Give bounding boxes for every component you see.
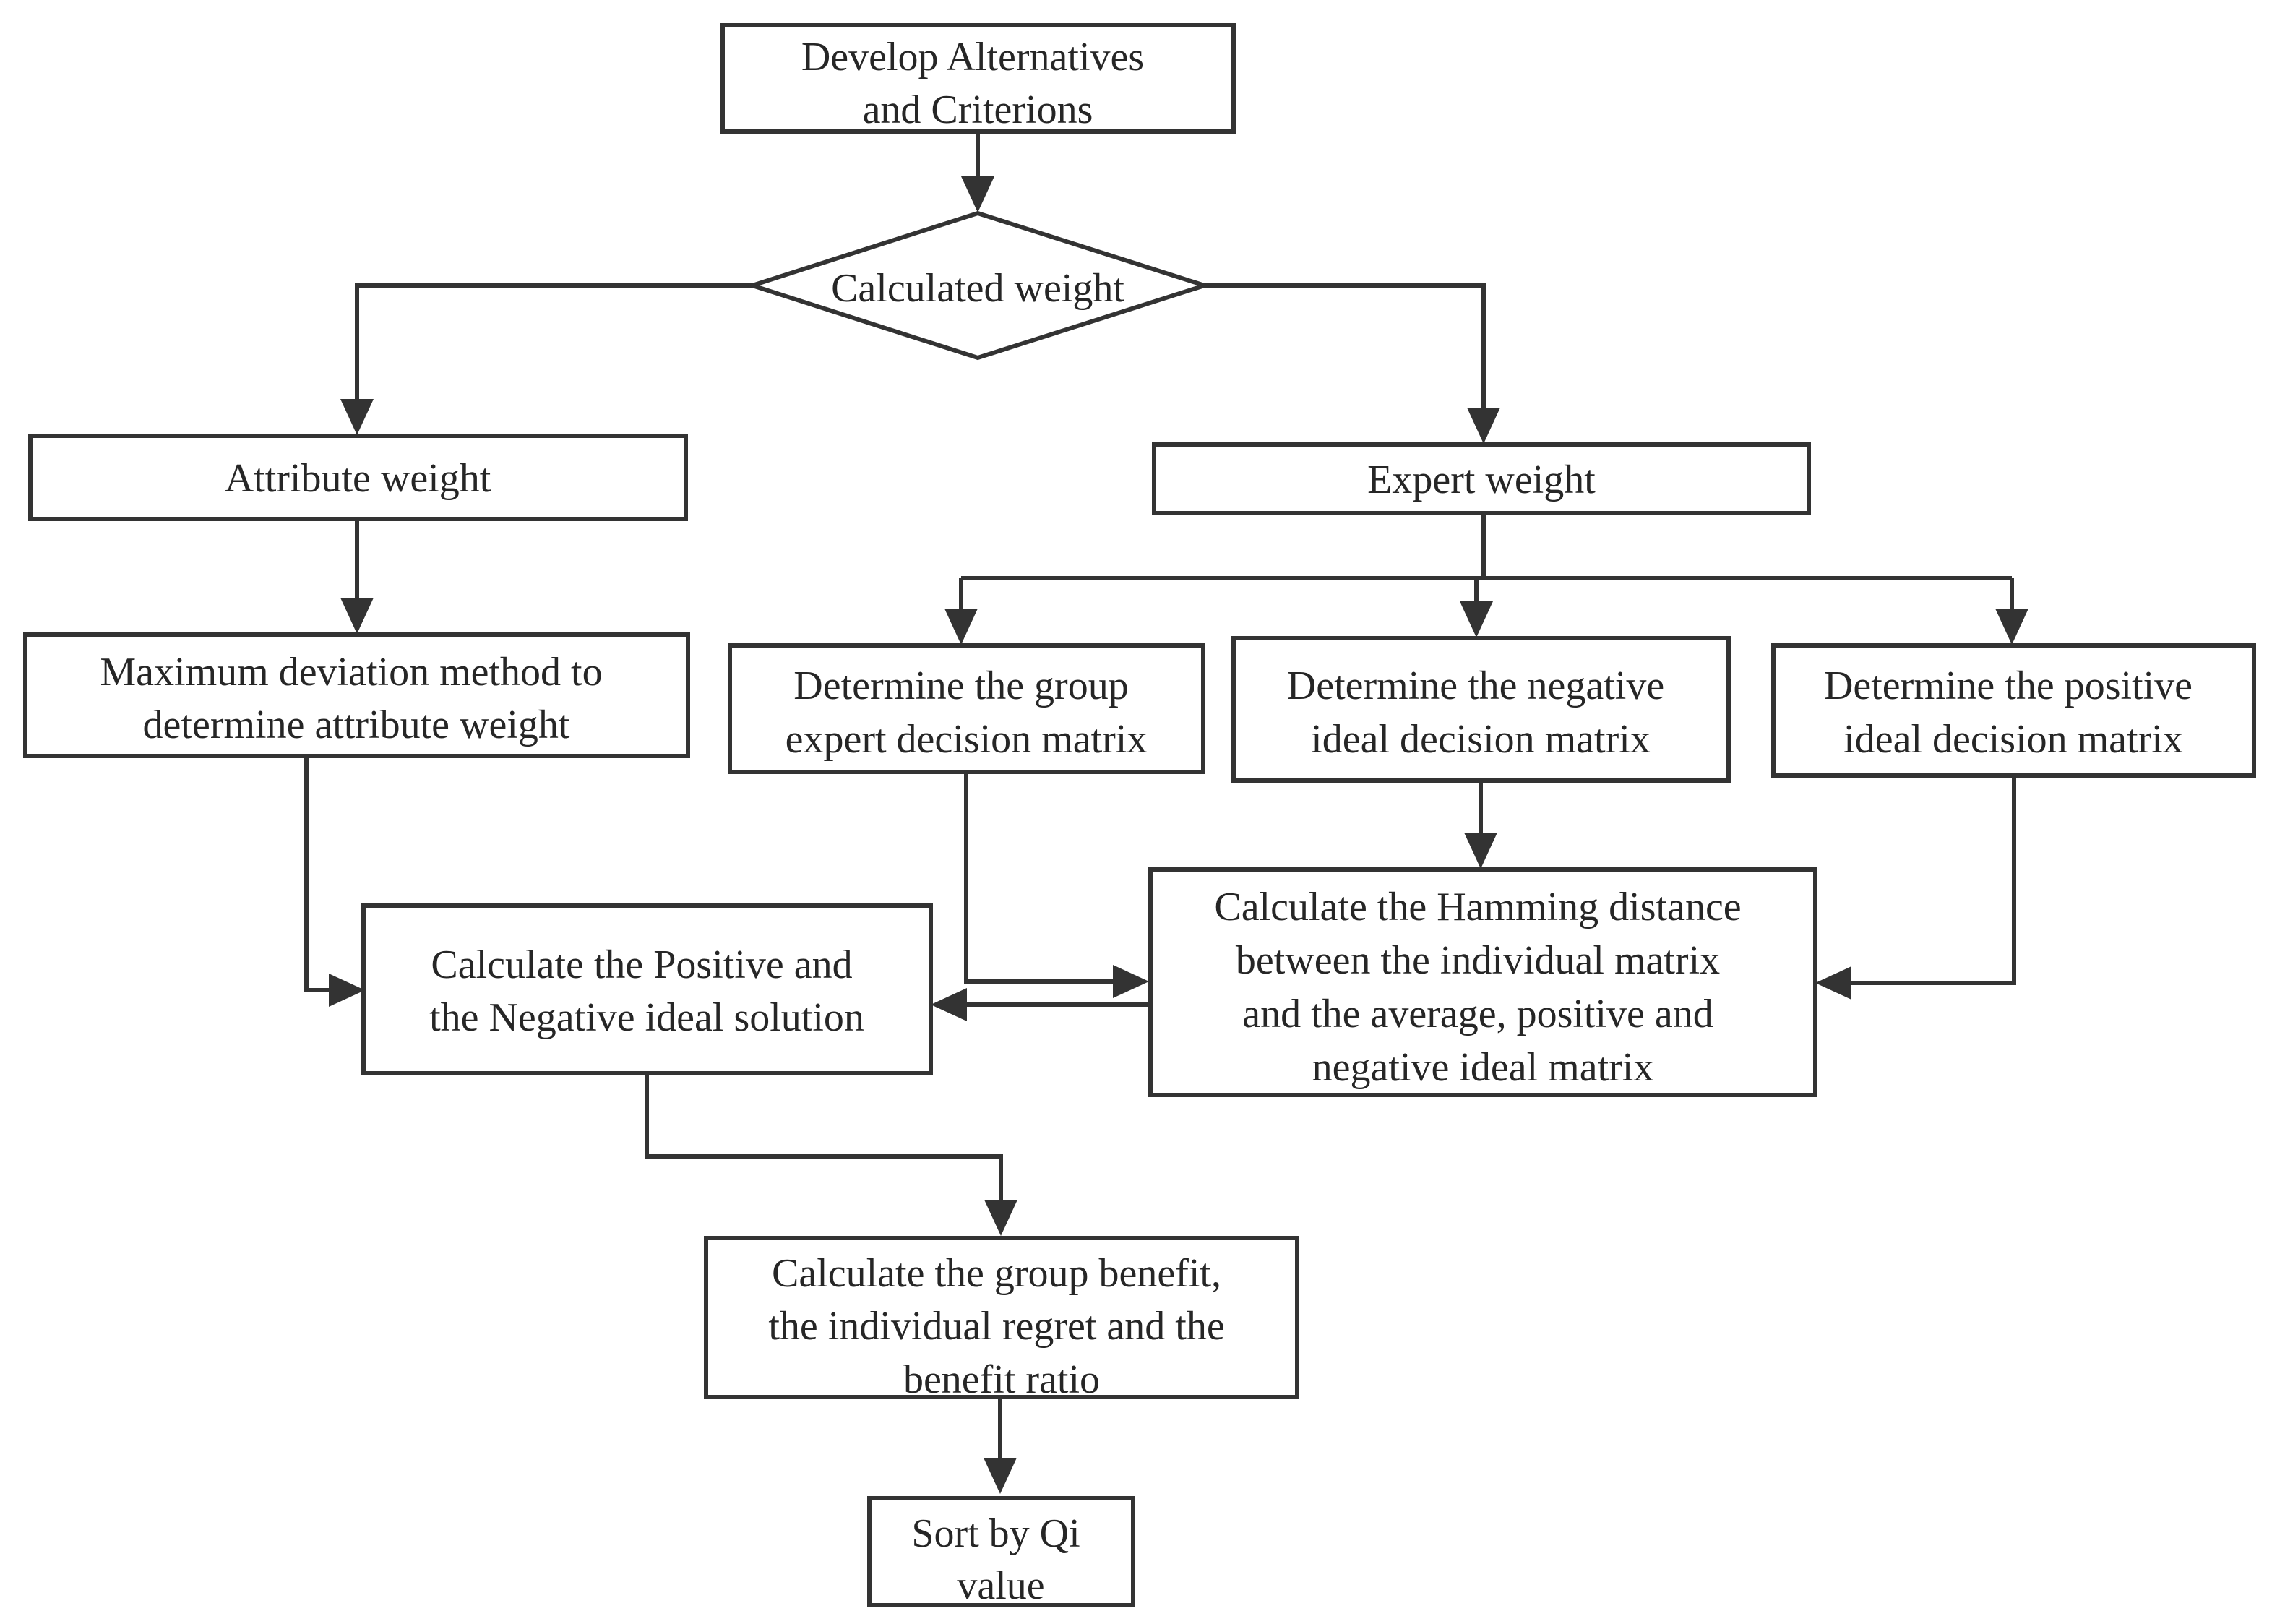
- svg-text:Calculate the Hamming distance: Calculate the Hamming distance between t…: [1214, 885, 1751, 1090]
- node-positive-ideal-matrix: Determine the positive ideal decision ma…: [1771, 643, 2256, 778]
- edge-positive-matrix-to-hamming: [1846, 776, 2016, 985]
- node-max-deviation-line-2: determine attribute weight: [143, 703, 570, 747]
- node-benefit-line-3: benefit ratio: [903, 1357, 1100, 1402]
- node-attribute-weight: Attribute weight: [28, 434, 688, 521]
- node-group-matrix-line-2: expert decision matrix: [786, 717, 1148, 762]
- arrowhead-max-deviation-to-solution: [329, 974, 365, 1007]
- node-hamming-distance: Calculate the Hamming distance between t…: [1148, 867, 1817, 1097]
- node-benefit-line-2: the individual regret and the: [768, 1304, 1224, 1349]
- edge-max-deviation-to-solution: [304, 756, 335, 992]
- svg-text:Determine the group expe: Determine the group expert decision matr…: [786, 663, 1148, 762]
- svg-text:Develop Alternatives and: Develop Alternatives and Criterions: [801, 35, 1154, 132]
- node-develop-alternatives: Develop Alternatives and Criterions: [720, 23, 1236, 134]
- node-hamming-line-1: Calculate the Hamming distance: [1214, 885, 1741, 929]
- svg-text:Sort by Qi value: Sort by Qi value: [911, 1511, 1090, 1608]
- node-hamming-line-3: and the average, positive and: [1242, 992, 1713, 1036]
- arrowhead-decision-to-expert-weight: [1467, 408, 1500, 444]
- svg-text:Maximum deviation method to: Maximum deviation method to determine at…: [100, 650, 612, 747]
- node-max-deviation-line-1: Maximum deviation method to: [100, 650, 602, 695]
- node-group-benefit: Calculate the group benefit, the individ…: [704, 1236, 1299, 1402]
- svg-text:Attribute weight: Attribute weight: [225, 456, 491, 501]
- svg-text:Expert weight: Expert weight: [1367, 457, 1596, 502]
- arrowhead-bus-to-positive-matrix: [1995, 609, 2028, 645]
- node-attribute-weight-label: Attribute weight: [225, 456, 491, 501]
- edge-decision-to-attribute-weight: [355, 283, 752, 405]
- node-benefit-line-1: Calculate the group benefit,: [772, 1251, 1221, 1296]
- svg-text:Calculated weight: Calculated weight: [831, 266, 1124, 311]
- node-negative-ideal-matrix: Determine the negative ideal decision ma…: [1231, 636, 1731, 783]
- node-hamming-line-4: negative ideal matrix: [1312, 1045, 1654, 1090]
- node-maximum-deviation: Maximum deviation method to determine at…: [23, 632, 690, 758]
- node-develop-line-2: and Criterions: [863, 87, 1093, 132]
- arrowhead-negative-matrix-to-hamming: [1464, 833, 1497, 869]
- arrowhead-attribute-weight-to-max-deviation: [340, 598, 374, 634]
- node-negative-matrix-line-1: Determine the negative: [1287, 663, 1664, 708]
- node-expert-weight-label: Expert weight: [1367, 457, 1596, 502]
- svg-text:Calculate the group benefit,: Calculate the group benefit, the individ…: [768, 1251, 1234, 1402]
- node-solution-line-1: Calculate the Positive and: [431, 942, 852, 987]
- arrowhead-bus-to-negative-matrix: [1460, 601, 1493, 637]
- node-group-matrix-line-1: Determine the group: [793, 663, 1128, 708]
- node-hamming-line-2: between the individual matrix: [1236, 938, 1720, 983]
- arrowhead-bus-to-group-matrix: [944, 609, 978, 645]
- arrowhead-benefit-to-sort: [984, 1458, 1017, 1494]
- svg-text:Determine the positive i: Determine the positive ideal decision ma…: [1824, 663, 2203, 762]
- arrowhead-develop-to-decision: [961, 176, 994, 212]
- node-positive-matrix-line-2: ideal decision matrix: [1843, 717, 2183, 762]
- decision-calculated-weight-label: Calculated weight: [831, 266, 1124, 311]
- node-sort-line-2: value: [957, 1563, 1044, 1608]
- node-group-expert-matrix: Determine the group expert decision matr…: [728, 643, 1205, 774]
- node-expert-weight: Expert weight: [1152, 442, 1811, 515]
- connectors: [304, 132, 2028, 1494]
- node-negative-matrix-line-2: ideal decision matrix: [1311, 717, 1651, 762]
- svg-text:Calculate the Positive and: Calculate the Positive and the Negative …: [429, 942, 864, 1040]
- node-develop-line-1: Develop Alternatives: [801, 35, 1144, 80]
- decision-calculated-weight: Calculated weight: [745, 210, 1212, 361]
- node-solution-line-2: the Negative ideal solution: [429, 995, 864, 1040]
- node-positive-negative-solution: Calculate the Positive and the Negative …: [361, 903, 933, 1075]
- svg-text:Determine the negative i: Determine the negative ideal decision ma…: [1287, 663, 1674, 762]
- arrowhead-positive-matrix-to-hamming: [1815, 966, 1851, 1000]
- edge-group-matrix-to-hamming: [964, 772, 1119, 984]
- edge-solution-to-benefit: [645, 1073, 1003, 1206]
- arrowhead-solution-to-benefit: [984, 1200, 1017, 1236]
- arrowhead-hamming-to-solution: [931, 988, 967, 1021]
- node-sort-line-1: Sort by Qi: [911, 1511, 1080, 1556]
- arrowhead-decision-to-attribute-weight: [340, 399, 374, 435]
- arrowhead-group-matrix-to-hamming: [1113, 965, 1149, 998]
- node-sort-by-qi: Sort by Qi value: [867, 1496, 1135, 1608]
- edge-decision-to-expert-weight: [1205, 283, 1486, 413]
- node-positive-matrix-line-1: Determine the positive: [1824, 663, 2193, 708]
